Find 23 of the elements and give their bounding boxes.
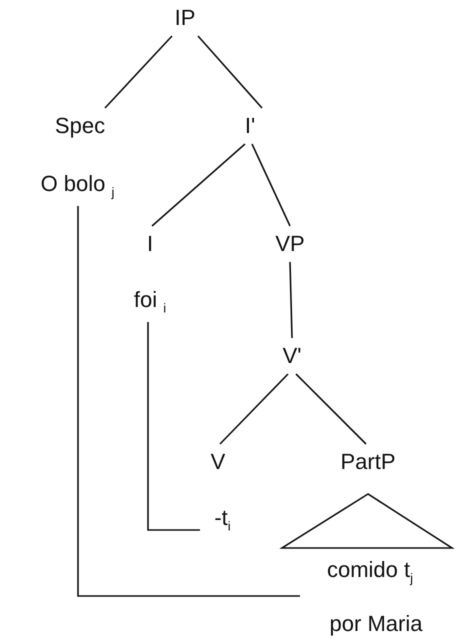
triangle-branch [279,493,455,549]
node-label: -t$_{i}$ [214,504,231,536]
node-label: I [146,230,154,258]
node-label: I' [244,112,256,140]
tree-branch [197,35,263,109]
node-label: Spec [54,112,106,140]
tree-branch [151,143,246,227]
tree-branch [219,373,289,445]
node-label: PartP [340,448,396,476]
node-label: por Maria [330,610,422,638]
tree-branch [251,144,291,226]
node-label: V [210,448,226,476]
node-label: O bolo $_{j}$ [40,170,114,202]
node-label: VP [275,230,305,258]
node-label: foi $_{i}$ [134,286,166,318]
node-label: V' [282,342,302,370]
node-label: comido t$_{j}$ [326,556,414,588]
tree-branch [104,35,173,109]
movement-line [147,322,200,531]
movement-line [77,206,300,597]
node-label: IP [174,4,196,32]
tree-branch [289,262,293,338]
tree-branch [295,373,367,445]
